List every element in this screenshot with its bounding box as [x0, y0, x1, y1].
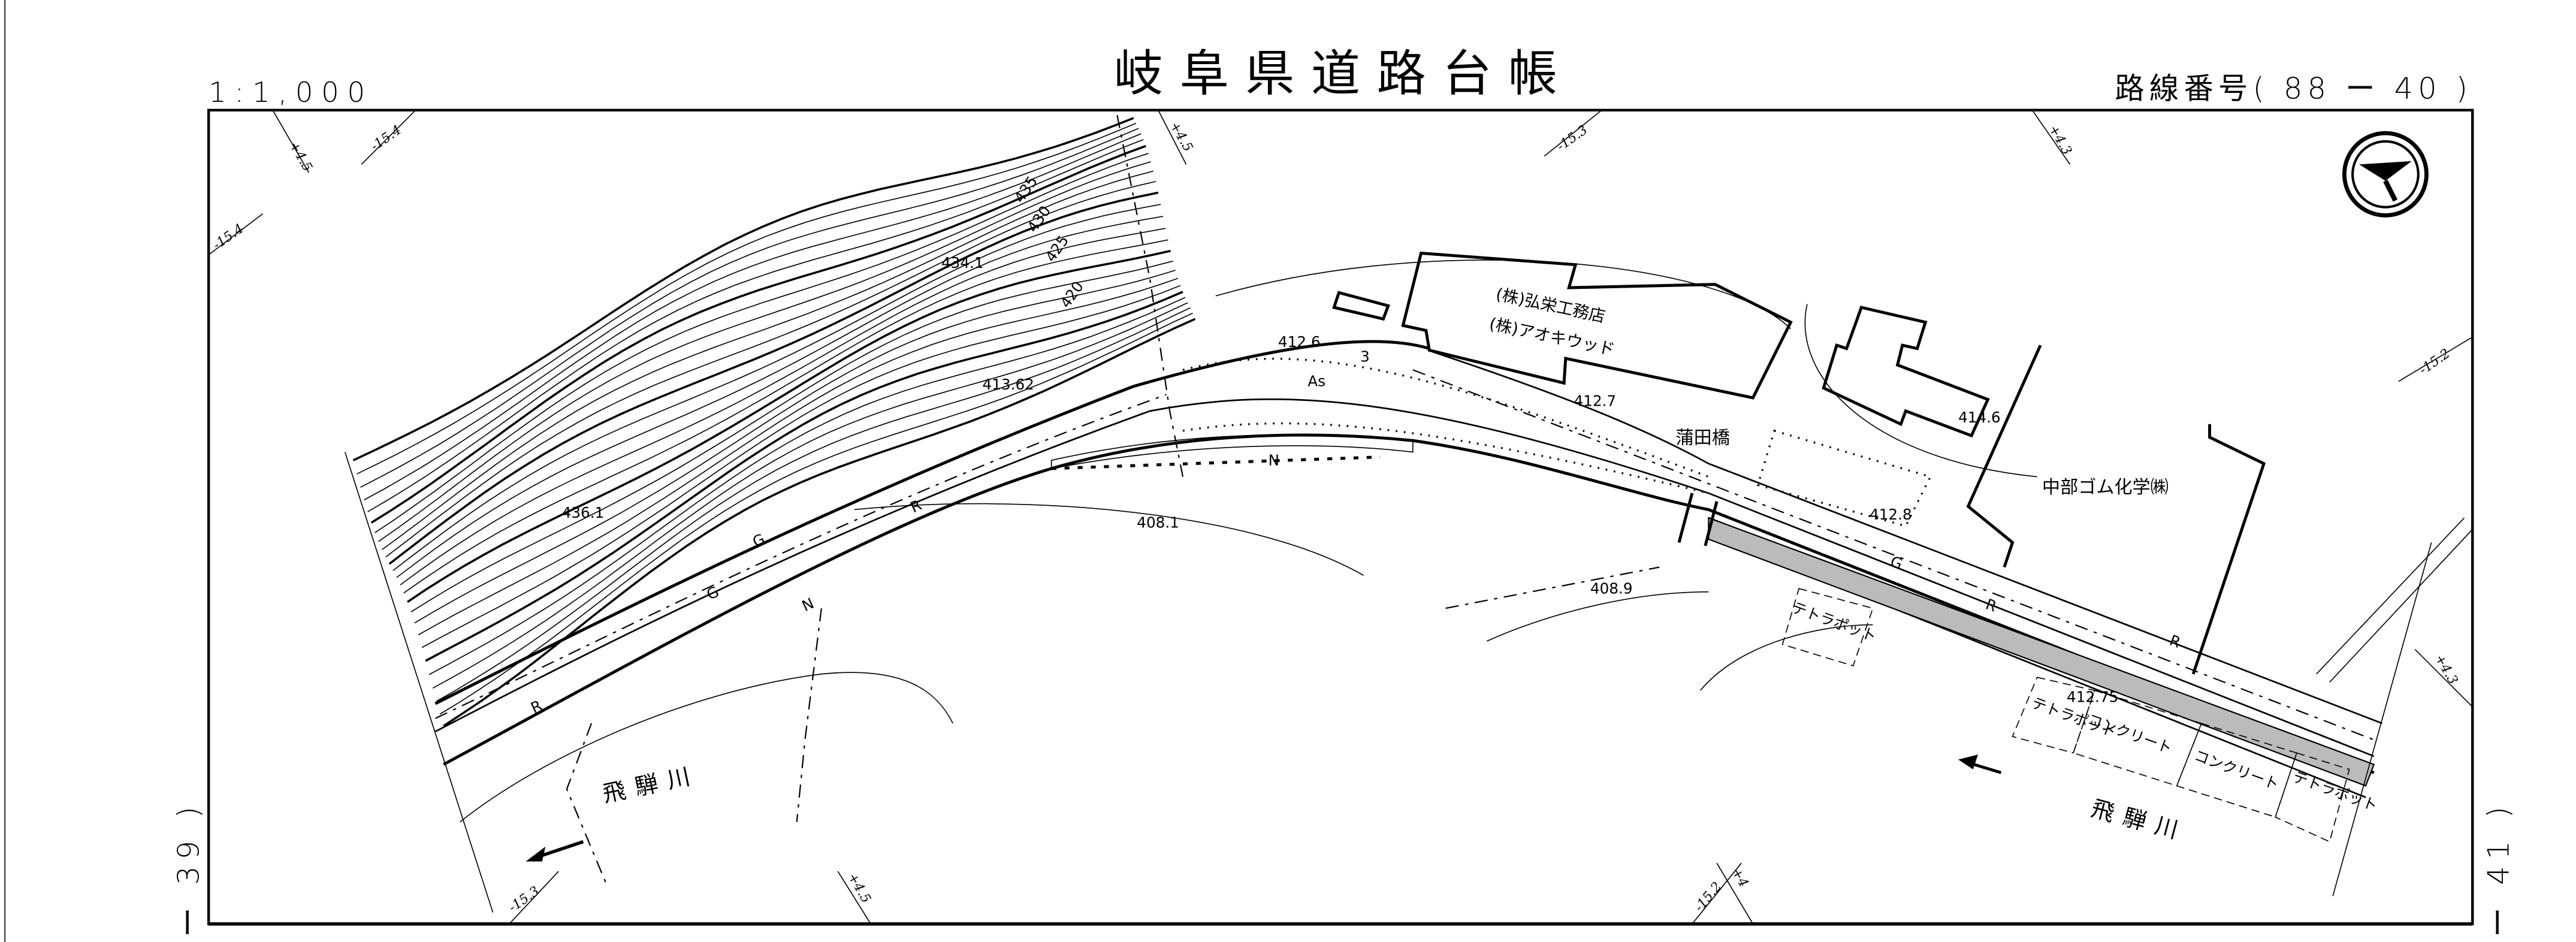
river-label: 飛騨川: [2088, 795, 2190, 847]
contour-line: [385, 181, 1156, 558]
elevation: 408.9: [1590, 579, 1633, 597]
contour-line: [443, 318, 1196, 727]
scale-label: 1:1,000: [209, 76, 373, 108]
surface-label: As: [1307, 373, 1325, 390]
road-mark: N: [1269, 451, 1279, 469]
grid-tick: +4.5: [845, 871, 874, 906]
building-label: 中部ゴム化学㈱: [2042, 477, 2169, 498]
map-frame: [207, 108, 2474, 926]
contour-line: [370, 144, 1146, 524]
contour-line: [364, 133, 1141, 501]
road-mark: 3: [1360, 348, 1370, 366]
north-arrow-icon: [2342, 131, 2429, 218]
contour-line: [403, 239, 1168, 594]
elevation: 412.6: [1278, 333, 1321, 351]
building-outline-curve: [1215, 259, 2037, 478]
grid-tick: -15.4: [210, 221, 246, 253]
revetment-blocks: [1781, 588, 2350, 843]
grid-tick: +4: [1729, 866, 1751, 890]
elevation: 412.7: [1574, 393, 1617, 410]
building-koei: [1401, 251, 1793, 400]
contour-lines: [352, 117, 1196, 727]
next-sheet-label[interactable]: ー 41 ): [2481, 800, 2516, 937]
grid-tick: +4.3: [2432, 652, 2460, 687]
contour-line: [375, 153, 1149, 533]
contour-line: [432, 302, 1188, 689]
building-small: [1332, 291, 1391, 321]
bridge-name: 蒲田橋: [1676, 428, 1730, 449]
grid-tick: +4.5: [286, 139, 315, 174]
grid-tick-lines: [209, 110, 2473, 924]
elevation: 414.6: [1958, 409, 2001, 426]
contour-line: [418, 277, 1179, 636]
revetment-label: コンクリート: [2192, 747, 2281, 793]
elevation: 412.8: [1870, 506, 1912, 523]
contour-line: [421, 285, 1181, 648]
flow-arrow-left-icon: [526, 846, 546, 862]
prev-sheet-label[interactable]: ー 39 ): [171, 800, 206, 937]
contour-line: [378, 161, 1151, 542]
contour-line: [439, 312, 1193, 715]
grid-tick: +4.5: [1167, 119, 1195, 155]
contour-line: [428, 297, 1186, 675]
contour-line: [388, 191, 1159, 565]
grid-tick: -15.3: [1554, 123, 1590, 155]
contour-line: [425, 291, 1183, 662]
route-number: 路線番号( 88 ー 40 ): [2115, 71, 2472, 106]
contour-line: [357, 122, 1137, 475]
contour-line: [360, 128, 1139, 488]
revetment-label: テトラポット: [1789, 599, 1879, 645]
contour-line: [436, 307, 1191, 702]
contour-line: [414, 270, 1176, 624]
road-mark: R: [2167, 632, 2183, 651]
grid-tick: +4.3: [2046, 122, 2074, 158]
road-mark: G: [704, 582, 722, 603]
contour-line: [410, 260, 1173, 612]
elevation: 408.1: [1137, 514, 1179, 532]
elevation: 413.62: [983, 376, 1034, 393]
river-label: 飛騨川: [600, 761, 702, 808]
building-chubu-gomu: [2191, 424, 2266, 675]
grid-tick: -15.2: [1692, 879, 1725, 914]
contour-label: 425: [1042, 232, 1073, 265]
contour-line: [382, 170, 1153, 550]
map-content: +4.5 -15.4 -15.4 +4.5 -15.3 +4.3 -15.2 +…: [209, 110, 2473, 924]
contour-line: [392, 204, 1161, 571]
map-title: 岐阜県道路台帳: [1114, 46, 1574, 102]
river-banks: [460, 503, 1873, 823]
flow-arrows: [526, 754, 2002, 862]
contour-line: [396, 216, 1164, 578]
elevation: 436.1: [562, 504, 605, 521]
building-chubu-gomu-west: [1966, 345, 2042, 568]
elevation: 434.1: [941, 254, 984, 271]
grid-tick: -15.2: [2417, 346, 2453, 378]
building-right: [1822, 306, 1990, 438]
road-mark: R: [1983, 595, 1999, 615]
road-mark: N: [799, 594, 817, 615]
contour-line: [406, 249, 1171, 603]
contour-line: [400, 228, 1166, 585]
elevation: 412.75: [2067, 688, 2118, 705]
contour-line: [352, 117, 1134, 461]
grid-tick: -15.3: [506, 884, 542, 916]
grid-tick: -15.4: [368, 123, 404, 155]
contour-line: [367, 139, 1144, 512]
road-alignment: [344, 114, 2473, 913]
road-mark: R: [528, 697, 545, 717]
flow-arrow-right-icon: [1958, 754, 1979, 769]
